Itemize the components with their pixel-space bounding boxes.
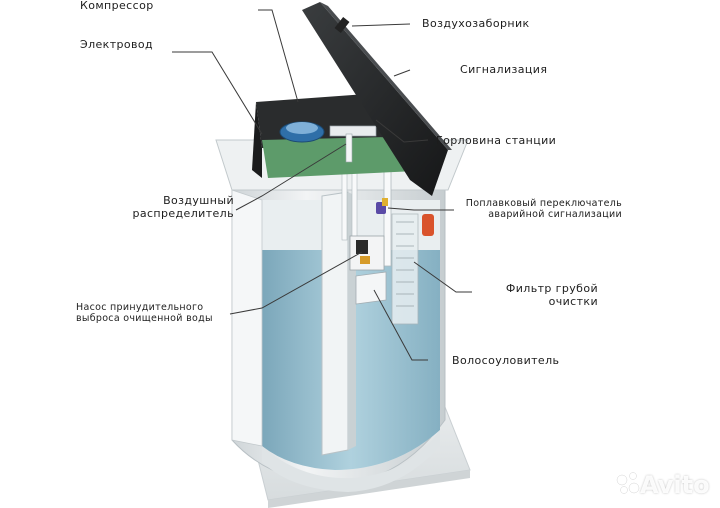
leader-float-switch — [387, 207, 454, 211]
leader-lines — [172, 9, 472, 361]
label-hair-trap: Волосоуловитель — [452, 354, 560, 367]
alarm-lamp — [422, 214, 434, 236]
label-compressor: Компрессор — [80, 0, 154, 12]
label-air-intake: Воздухозаборник — [422, 17, 530, 30]
label-pump-line1: Насос принудительного — [76, 302, 204, 313]
station-lid — [302, 2, 452, 196]
leader-electric-wire — [172, 51, 263, 135]
label-air-distributor-line2: распределитель — [132, 207, 234, 220]
leader-hair-trap — [373, 289, 428, 361]
leader-station-neck — [375, 119, 429, 143]
pump-unit — [349, 235, 385, 271]
label-electric-wire: Электровод — [80, 38, 154, 51]
leader-air-distributor — [235, 143, 347, 211]
label-float-switch: Поплавковый переключатель аварийной сигн… — [452, 198, 622, 220]
label-coarse-filter-line2: очистки — [548, 295, 598, 308]
label-pump: Насос принудительного выброса очищенной … — [76, 302, 213, 324]
hair-trap-box — [355, 271, 387, 305]
label-coarse-filter-line1: Фильтр грубой — [505, 282, 598, 295]
avito-watermark-text: Avito — [640, 471, 710, 499]
label-coarse-filter: Фильтр грубой очистки — [480, 282, 598, 308]
label-float-switch-line1: Поплавковый переключатель — [465, 198, 622, 209]
coarse-filter-mesh — [391, 213, 419, 325]
leader-compressor — [258, 9, 299, 103]
leader-alarm — [393, 69, 411, 77]
avito-watermark: Avito — [640, 470, 710, 500]
avito-logo-icon — [616, 472, 640, 494]
label-float-switch-line2: аварийной сигнализации — [488, 209, 622, 220]
label-pump-line2: выброса очищенной воды — [76, 313, 213, 324]
label-station-neck: Горловина станции — [436, 134, 557, 147]
label-air-distributor: Воздушный распределитель — [90, 194, 234, 220]
leader-air-intake — [351, 23, 411, 27]
leader-coarse-filter — [413, 261, 472, 293]
label-air-distributor-line1: Воздушный — [163, 194, 234, 207]
internal-partition — [321, 191, 356, 456]
label-alarm: Сигнализация — [460, 63, 548, 76]
leader-pump — [229, 251, 363, 315]
float-switch — [376, 198, 388, 214]
